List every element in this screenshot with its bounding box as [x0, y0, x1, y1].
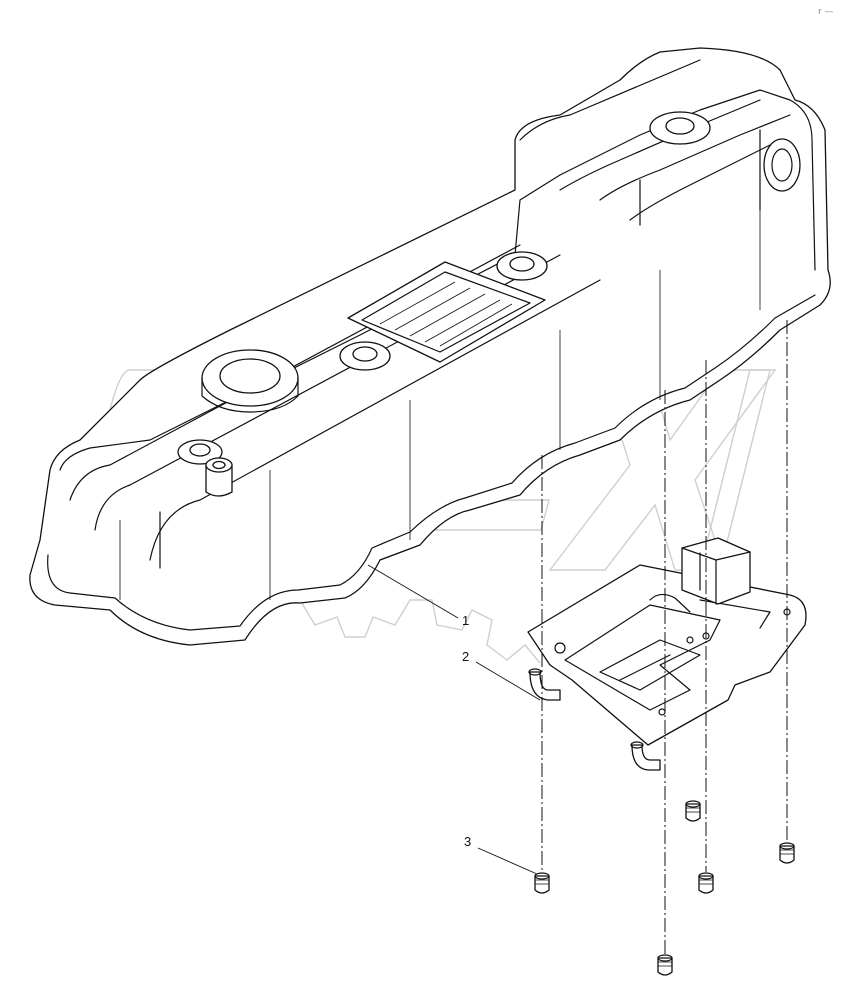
leader-1: [367, 564, 459, 619]
leader-3: [477, 847, 538, 875]
assembly-centerlines: [541, 320, 788, 955]
callout-leaders: [367, 564, 541, 875]
bolt: [534, 872, 550, 894]
callout-1: 1: [462, 613, 469, 628]
bolt: [698, 872, 714, 894]
bolt-group: [534, 800, 795, 976]
bolt: [685, 800, 701, 822]
callout-3: 3: [464, 834, 471, 849]
corner-mark: r —: [818, 7, 834, 17]
bolt: [657, 954, 673, 976]
callout-2: 2: [462, 649, 469, 664]
valve-cover: [29, 47, 831, 646]
oil-separator-plate: [527, 537, 807, 771]
leader-2: [475, 661, 541, 701]
bolt: [779, 842, 795, 864]
